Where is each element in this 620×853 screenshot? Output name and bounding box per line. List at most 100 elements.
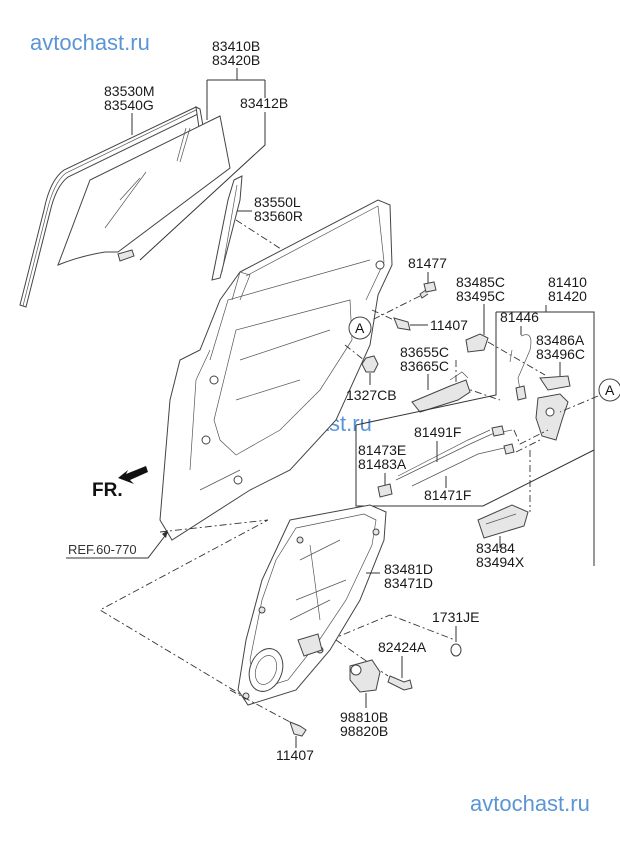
label-seal-2: 83494X <box>476 554 525 570</box>
latch-part <box>535 393 569 441</box>
label-plug: 1731JE <box>432 609 479 625</box>
speaker-ring <box>248 648 284 692</box>
dash-nut <box>344 344 365 361</box>
reference-arrow-icon <box>162 530 168 538</box>
label-lock-knob-2: 81483A <box>358 456 407 472</box>
door-hole-3 <box>375 260 385 270</box>
label-latch-cover-2: 83496C <box>536 346 585 362</box>
glass-guide <box>176 127 191 163</box>
label-rod: 81446 <box>500 309 539 325</box>
module-fastener-3 <box>258 606 266 614</box>
label-handle-bracket-2: 83495C <box>456 288 505 304</box>
label-lock-knob-1: 81473E <box>358 442 406 458</box>
rod-part <box>517 334 532 391</box>
label-delta-moulding-2: 83560R <box>254 208 303 224</box>
direction-label: FR. <box>92 480 123 501</box>
delta-moulding-part <box>211 175 243 281</box>
regulator-rails <box>289 539 347 621</box>
door-frame-inner <box>245 205 385 301</box>
label-seal-1: 83484 <box>476 540 515 556</box>
label-latch-assy-1: 81410 <box>548 274 587 290</box>
handle-bracket-part <box>465 333 489 353</box>
label-glass: 83412B <box>240 95 288 111</box>
leader-reference <box>66 531 169 559</box>
cable-group-box <box>355 425 595 507</box>
door-edge-lines <box>189 349 241 491</box>
label-latch-cover-1: 83486A <box>536 332 585 348</box>
inside-handle-detail <box>449 371 469 381</box>
dash-bolt-81477 <box>371 295 421 321</box>
door-reinforcement <box>235 329 331 401</box>
label-bolt-11407-lower: 11407 <box>276 747 314 763</box>
regulator-motor-cap <box>350 664 362 676</box>
callout-a-latch <box>598 378 620 402</box>
label-run-channel-2: 83540G <box>104 97 154 113</box>
latch-cover-part <box>539 375 571 391</box>
dash-module-left <box>99 519 269 701</box>
rod-end <box>509 349 513 363</box>
delta-moulding-line <box>221 184 238 273</box>
label-module-panel-1: 83481D <box>384 561 433 577</box>
callout-a-door <box>348 316 372 340</box>
reference-label: REF.60-770 <box>68 542 137 557</box>
regulator-gear <box>297 633 323 657</box>
glass-clip <box>117 249 135 262</box>
label-delta-moulding-1: 83550L <box>254 194 301 210</box>
cable-end-upper <box>491 425 505 437</box>
label-regulator-motor-1: 98810B <box>340 709 388 725</box>
door-inner-panel <box>209 259 371 456</box>
label-inside-handle-1: 83655C <box>400 344 449 360</box>
label-bolt-81477: 81477 <box>408 255 447 271</box>
dash-plug <box>329 614 456 641</box>
label-window-frame-1: 83410B <box>212 38 260 54</box>
callout-a-latch-label: A <box>605 382 615 398</box>
front-arrow-icon <box>118 466 148 484</box>
cable-lower <box>411 447 513 487</box>
bolt-11407-lower-part <box>289 721 307 737</box>
bolt-11407-upper-part <box>393 317 411 331</box>
label-inside-handle-2: 83665C <box>400 358 449 374</box>
glass-part <box>57 115 231 266</box>
label-module-panel-2: 83471D <box>384 575 433 591</box>
label-handle-bracket-1: 83485C <box>456 274 505 290</box>
label-bolt-11407-upper: 11407 <box>430 317 468 333</box>
speaker-hole <box>254 655 278 685</box>
module-panel-inner <box>249 513 377 691</box>
dash-callout-a <box>559 395 599 413</box>
lock-knob-part <box>377 483 393 498</box>
dash-bolt-82424A <box>335 639 389 677</box>
inside-handle-part <box>411 379 471 413</box>
bolt-82424A-part <box>387 675 413 691</box>
dash-bolt-11407-lower <box>229 689 291 723</box>
callout-a-door-label: A <box>355 320 365 336</box>
nut-part <box>361 355 379 373</box>
seal-detail <box>485 513 517 525</box>
door-hole-2 <box>201 435 211 445</box>
label-cable-set: 81491F <box>414 424 461 440</box>
dash-bracket <box>487 341 546 376</box>
door-shell-outer <box>159 199 393 541</box>
door-hole-4 <box>233 475 243 485</box>
watermark-bottom: avtochast.ru <box>470 791 590 816</box>
rod-connector <box>515 385 527 401</box>
label-nut: 1327CB <box>346 387 397 403</box>
label-cable: 81471F <box>424 487 471 503</box>
module-fastener-1 <box>296 536 304 544</box>
door-hole-1 <box>209 375 219 385</box>
cable-end-lower <box>503 443 515 455</box>
cable-upper-sheath <box>397 429 491 477</box>
run-channel-part <box>19 106 199 308</box>
label-latch-assy-2: 81420 <box>548 288 587 304</box>
bolt-81477-part <box>419 281 437 299</box>
door-pillar <box>231 271 251 301</box>
seal-part <box>477 504 529 539</box>
plug-part <box>450 643 462 657</box>
dash-bolt-11407 <box>371 309 395 321</box>
label-window-frame-2: 83420B <box>212 52 260 68</box>
label-bolt-82424A: 82424A <box>378 639 427 655</box>
dash-cables <box>513 429 549 453</box>
glass-reflection <box>104 171 147 229</box>
run-channel-inner-line <box>22 109 197 307</box>
